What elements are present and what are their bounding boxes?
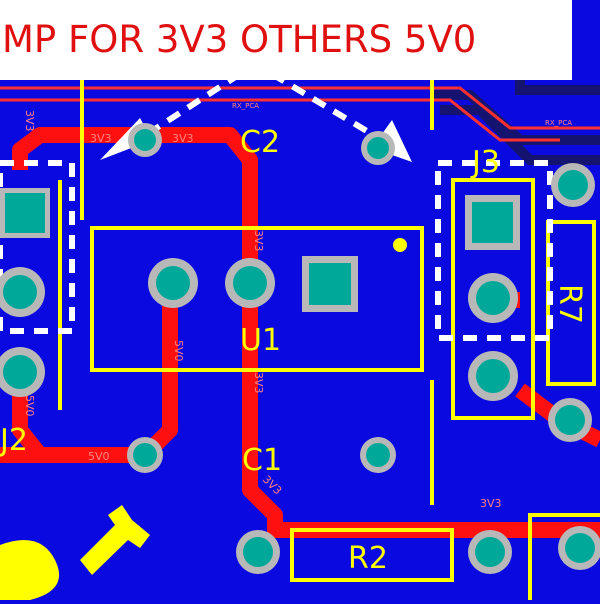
net-label: RX_PCA xyxy=(232,102,259,110)
designator-r7: R7 xyxy=(552,284,587,324)
designator-c2: C2 xyxy=(240,125,280,160)
u1-outline xyxy=(90,226,424,372)
net-label: 3V3 xyxy=(23,110,36,132)
dashed-box-right xyxy=(435,160,553,341)
designator-j3: J3 xyxy=(470,145,500,180)
net-label: 3V3 xyxy=(252,230,265,252)
net-label: 3V3 xyxy=(90,132,112,145)
net-label: RX_PCA xyxy=(545,119,572,127)
net-label: 5V0 xyxy=(23,395,36,417)
net-label: 3V3 xyxy=(480,497,502,510)
u1-pin1-dot xyxy=(393,238,407,252)
annotation-banner: MP FOR 3V3 OTHERS 5V0 xyxy=(0,0,572,80)
net-label: 3V3 xyxy=(252,372,265,394)
net-label: 3V3 xyxy=(172,132,194,145)
net-label: 5V0 xyxy=(88,450,110,463)
signal-traces-top xyxy=(0,86,600,142)
designator-r2: R2 xyxy=(348,541,388,576)
square-pads xyxy=(0,188,520,312)
round-pads xyxy=(0,123,600,574)
designator-u1: U1 xyxy=(240,323,281,358)
connector-outline xyxy=(528,513,600,604)
dashed-box-left xyxy=(0,160,75,334)
net-label: 5V0 xyxy=(172,340,185,362)
designator-c1: C1 xyxy=(242,443,282,478)
j3-outline xyxy=(451,178,535,420)
designator-j2: J2 xyxy=(0,423,28,458)
silkscreen-outlines xyxy=(58,80,600,604)
silkscreen-logo xyxy=(0,505,150,600)
r2-outline xyxy=(290,528,454,582)
